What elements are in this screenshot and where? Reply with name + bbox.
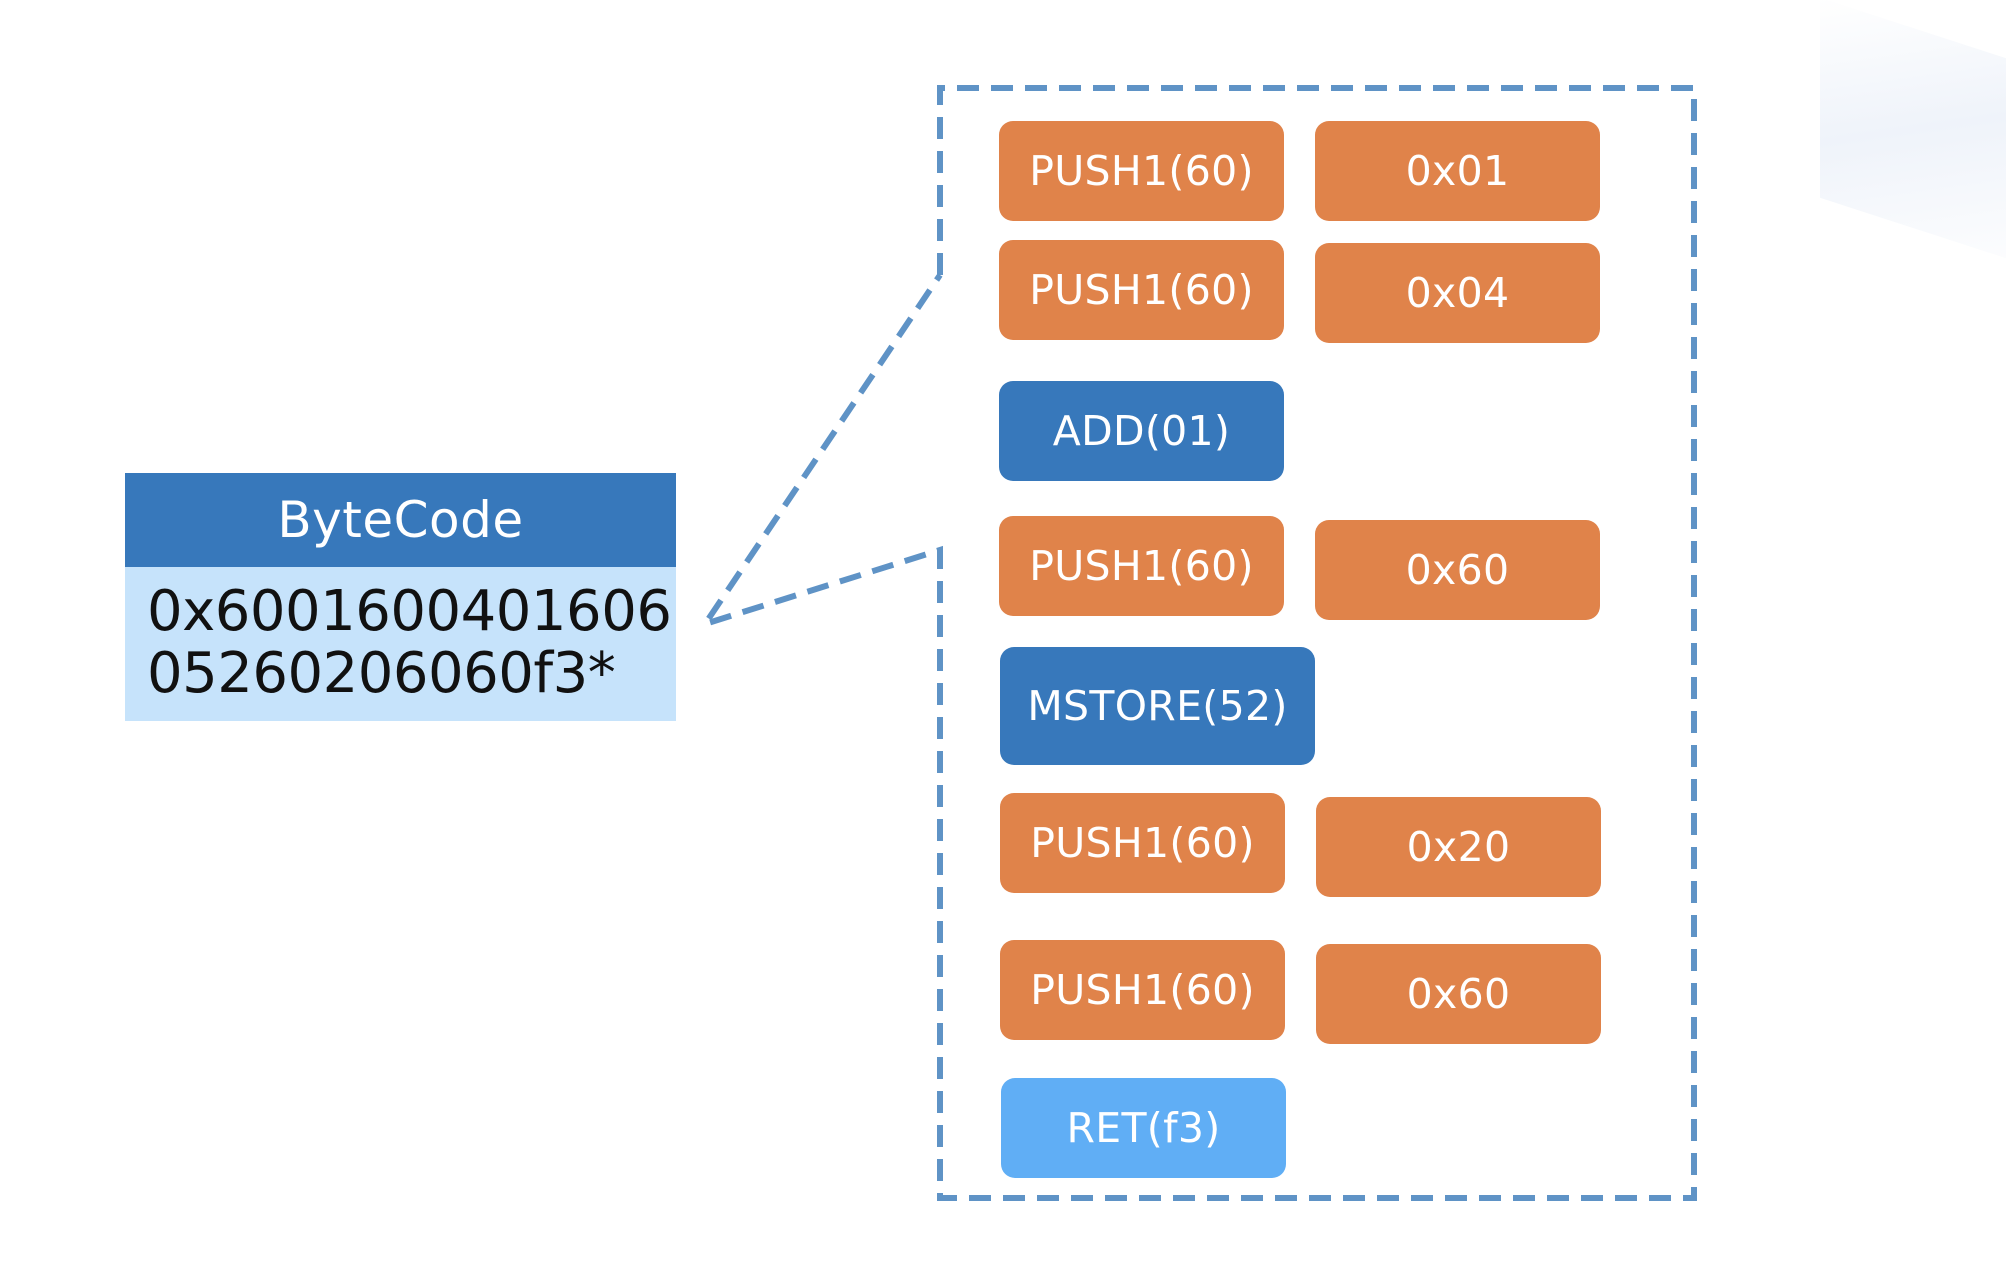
dashed-callout-border (697, 85, 1697, 1201)
opcode-push1-4: PUSH1(60) (1000, 793, 1285, 893)
opcode-push1-3: PUSH1(60) (999, 516, 1284, 616)
bytecode-panel: ByteCode 0x6001600401606 05260206060f3* (125, 473, 676, 721)
operand-4: 0x20 (1316, 797, 1601, 897)
opcode-push1-1: PUSH1(60) (999, 121, 1284, 221)
operand-3: 0x60 (1315, 520, 1600, 620)
opcode-push1-2: PUSH1(60) (999, 240, 1284, 340)
opcode-push1-5: PUSH1(60) (1000, 940, 1285, 1040)
opcode-add: ADD(01) (999, 381, 1284, 481)
bytecode-value: 0x6001600401606 05260206060f3* (125, 567, 676, 721)
operand-2: 0x04 (1315, 243, 1600, 343)
bytecode-line-2: 05260206060f3* (147, 641, 616, 706)
operand-5: 0x60 (1316, 944, 1601, 1044)
opcode-ret: RET(f3) (1001, 1078, 1286, 1178)
bytecode-line-1: 0x6001600401606 (147, 579, 672, 644)
bytecode-header: ByteCode (125, 473, 676, 567)
operand-1: 0x01 (1315, 121, 1600, 221)
opcode-mstore: MSTORE(52) (1000, 647, 1315, 765)
